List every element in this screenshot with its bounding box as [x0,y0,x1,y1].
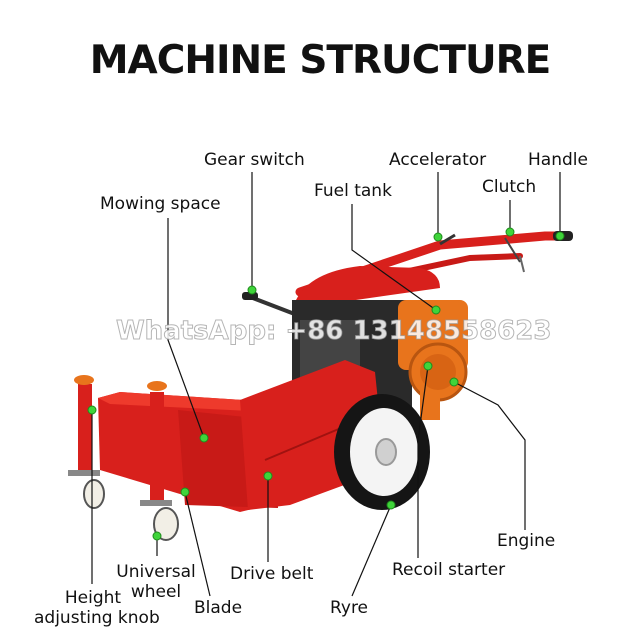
fuel-tank-cover [296,266,440,308]
label-universal-wheel-line2: wheel [130,582,182,602]
label-accelerator: Accelerator [389,150,487,170]
label-height-knob-line2: adjusting knob [34,608,160,628]
watermark: WhatsApp: +86 13148558623 [115,316,552,347]
leader-lines [91,172,561,597]
label-universal-wheel: Universal wheel [108,562,204,602]
label-drive-belt: Drive belt [230,564,314,584]
label-fuel-tank: Fuel tank [314,181,392,201]
label-universal-wheel-line1: Universal [116,562,196,582]
label-engine: Engine [497,531,556,551]
marker-dots [87,227,565,541]
label-recoil-starter: Recoil starter [392,560,506,580]
label-rye: Ryre [330,598,369,618]
label-mowing-space: Mowing space [100,194,221,214]
universal-wheels [83,479,179,541]
label-handle: Handle [528,150,588,170]
label-gear-switch: Gear switch [204,150,305,170]
main-tire [334,394,430,510]
label-clutch: Clutch [482,177,537,197]
label-height-knob-line1: Height [64,588,122,608]
label-blade: Blade [194,598,243,618]
height-posts [68,375,172,506]
label-height-adjusting-knob: Height adjusting knob [34,588,160,628]
page-title: MACHINE STRUCTURE [89,38,552,83]
